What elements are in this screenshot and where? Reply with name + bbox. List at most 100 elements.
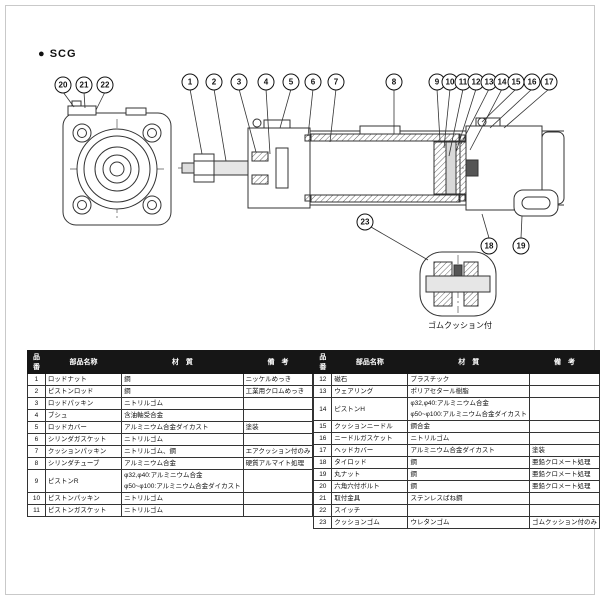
front-view-drawing: [62, 100, 172, 226]
part-no: 14: [313, 397, 333, 421]
header-part-remark: 備 考: [528, 350, 600, 374]
part-remark: [242, 433, 314, 446]
balloon-19: 19: [512, 237, 530, 255]
part-no: 4: [27, 409, 46, 422]
part-remark: [528, 385, 600, 398]
part-material: ニトリルゴム: [121, 492, 244, 505]
part-no: 16: [313, 432, 333, 445]
part-remark: 亜鉛クロメート処理: [528, 480, 600, 493]
part-material: φ32,φ40:アルミニウム合金 φ50~φ100:アルミニウム合金ダイカスト: [121, 469, 244, 493]
balloon-20: 20: [54, 76, 72, 94]
part-no: 22: [313, 504, 333, 517]
series-label: ● SCG: [38, 48, 77, 60]
parts-table-left-head: 品番 部品名称 材 質 備 考: [27, 350, 314, 374]
header-part-name: 部品名称: [44, 350, 123, 374]
part-name: クッションパッキン: [44, 445, 123, 458]
header-part-material: 材 質: [121, 350, 244, 374]
part-material: プラスチック: [407, 373, 530, 386]
part-name: 磁石: [331, 373, 409, 386]
balloon-4: 4: [257, 73, 275, 91]
part-material: 鋼: [407, 468, 530, 481]
part-name: クッションゴム: [331, 516, 409, 529]
part-remark: [528, 504, 600, 517]
part-no: 12: [313, 373, 333, 386]
part-remark: [242, 409, 314, 422]
part-name: スイッチ: [331, 504, 409, 517]
part-material: 鋼: [407, 456, 530, 469]
part-material: 鋼: [121, 385, 244, 398]
balloon-1: 1: [181, 73, 199, 91]
balloon-17: 17: [540, 73, 558, 91]
part-name: シリンダガスケット: [44, 433, 123, 446]
detail-view-drawing: [419, 251, 497, 317]
part-remark: [528, 432, 600, 445]
part-name: ピストンR: [44, 469, 123, 493]
leader-lines: [62, 88, 550, 261]
part-no: 13: [313, 385, 333, 398]
part-no: 1: [27, 373, 46, 386]
part-name: ブシュ: [44, 409, 123, 422]
part-name: 六角穴付ボルト: [331, 480, 409, 493]
part-name: タイロッド: [331, 456, 409, 469]
part-material: ステンレスばね鋼: [407, 492, 530, 505]
part-material: 鋼: [121, 373, 244, 386]
part-no: 5: [27, 421, 46, 434]
part-material: ニトリルゴム: [407, 432, 530, 445]
part-no: 7: [27, 445, 46, 458]
balloon-15: 15: [507, 73, 525, 91]
part-remark: [242, 397, 314, 410]
part-material: φ32,φ40:アルミニウム合金 φ50~φ100:アルミニウム合金ダイカスト: [407, 397, 530, 421]
balloon-11: 11: [454, 73, 472, 91]
part-remark: [242, 469, 314, 493]
part-remark: 亜鉛クロメート処理: [528, 456, 600, 469]
part-no: 18: [313, 456, 333, 469]
header-part-no: 品番: [313, 350, 333, 374]
part-material: ニトリルゴム: [121, 397, 244, 410]
part-name: ピストンパッキン: [44, 492, 123, 505]
balloon-2: 2: [205, 73, 223, 91]
balloon-5: 5: [282, 73, 300, 91]
part-material: ポリアセタール樹脂: [407, 385, 530, 398]
part-name: クッションニードル: [331, 420, 409, 433]
header-part-remark: 備 考: [242, 350, 314, 374]
part-remark: 硬質アルマイト処理: [242, 457, 314, 470]
detail-caption: ゴムクッション付: [428, 321, 492, 330]
part-no: 10: [27, 492, 46, 505]
part-material: ニトリルゴム: [121, 433, 244, 446]
part-no: 9: [27, 469, 46, 493]
balloon-8: 8: [385, 73, 403, 91]
part-no: 19: [313, 468, 333, 481]
part-remark: 亜鉛クロメート処理: [528, 468, 600, 481]
balloon-18: 18: [480, 237, 498, 255]
part-name: 丸ナット: [331, 468, 409, 481]
balloon-7: 7: [327, 73, 345, 91]
part-remark: [528, 397, 600, 421]
balloon-6: 6: [304, 73, 322, 91]
part-material: 鋼: [407, 480, 530, 493]
part-no: 20: [313, 480, 333, 493]
part-remark: エアクッション付のみ: [242, 445, 314, 458]
part-remark: [528, 492, 600, 505]
part-no: 2: [27, 385, 46, 398]
part-remark: ニッケルめっき: [242, 373, 314, 386]
part-name: ピストンロッド: [44, 385, 123, 398]
part-material: ニトリルゴム、鋼: [121, 445, 244, 458]
part-name: シリンダチューブ: [44, 457, 123, 470]
part-remark: [242, 492, 314, 505]
balloon-16: 16: [523, 73, 541, 91]
